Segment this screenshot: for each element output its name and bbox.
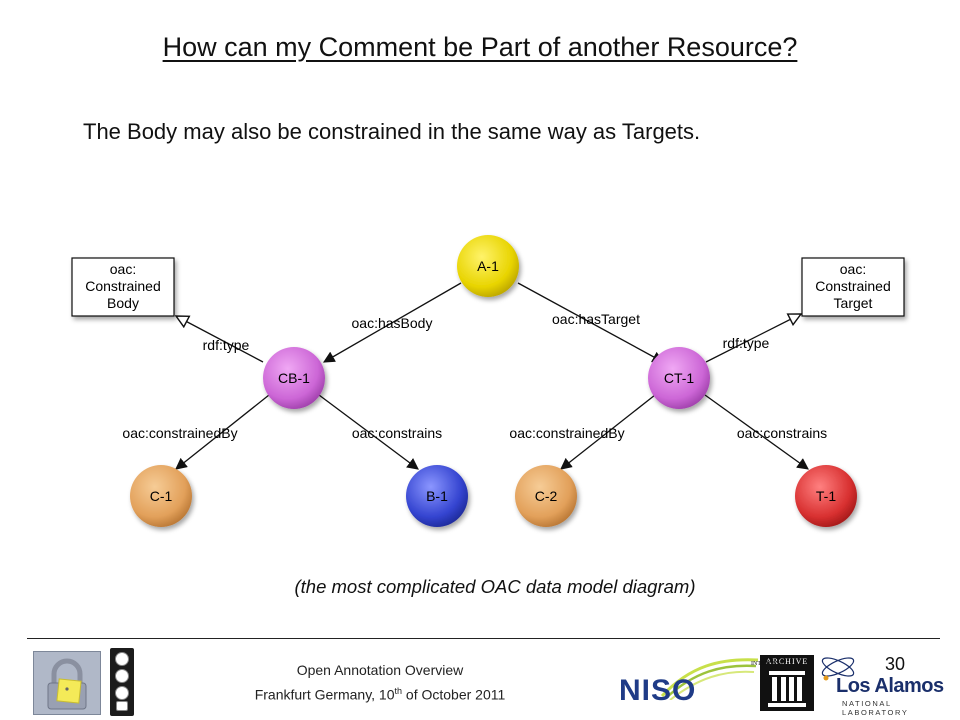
node-b1: B-1 bbox=[406, 465, 468, 527]
footer-line2-main: Frankfurt Germany, 10 bbox=[254, 686, 395, 703]
oac-data-model-diagram: oac:hasBody oac:hasTarget rdf:type rdf:t… bbox=[71, 235, 905, 527]
footer-divider bbox=[27, 638, 940, 639]
edge-type-left: rdf:type bbox=[176, 316, 264, 363]
internet-archive-logo: ARCHIVE INTERNET bbox=[751, 655, 814, 711]
niso-swoosh-icon bbox=[660, 658, 759, 700]
node-ct1-label: CT-1 bbox=[664, 370, 695, 386]
edge-label-type-left: rdf:type bbox=[203, 337, 250, 353]
atom-icon bbox=[821, 657, 855, 681]
open-annotation-lock-logo bbox=[33, 651, 101, 715]
box-right-line2: Constrained bbox=[815, 278, 891, 294]
edge-constrains-left: oac:constrains bbox=[318, 394, 442, 470]
edge-has-target: oac:hasTarget bbox=[517, 282, 665, 363]
edge-type-right: rdf:type bbox=[705, 314, 801, 363]
node-c2-label: C-2 bbox=[535, 488, 558, 504]
edge-constrained-by-right: oac:constrainedBy bbox=[509, 394, 656, 470]
slide-subtitle: The Body may also be constrained in the … bbox=[83, 119, 701, 144]
box-left-line1: oac: bbox=[110, 261, 136, 277]
node-c1-label: C-1 bbox=[150, 488, 173, 504]
sa-icon bbox=[115, 686, 129, 700]
diagram-caption: (the most complicated OAC data model dia… bbox=[294, 576, 696, 597]
archive-label: ARCHIVE bbox=[765, 657, 809, 666]
cc-icon bbox=[115, 652, 129, 666]
edge-label-has-body: oac:hasBody bbox=[352, 315, 433, 331]
edge-label-has-target: oac:hasTarget bbox=[552, 311, 640, 327]
node-a1-label: A-1 bbox=[477, 258, 499, 274]
box-right-line1: oac: bbox=[840, 261, 866, 277]
edge-constrained-by-left: oac:constrainedBy bbox=[122, 394, 270, 470]
node-cb1: CB-1 bbox=[263, 347, 325, 409]
page-number: 30 bbox=[885, 654, 906, 674]
slide-title: How can my Comment be Part of another Re… bbox=[162, 32, 798, 62]
footer-line2-sup: th bbox=[394, 686, 403, 696]
node-b1-label: B-1 bbox=[426, 488, 448, 504]
los-alamos-sublabel: NATIONAL LABORATORY bbox=[842, 699, 909, 717]
footer-line1: Open Annotation Overview bbox=[296, 662, 464, 678]
niso-logo: NISO bbox=[619, 674, 697, 707]
creative-commons-license-icon bbox=[110, 648, 134, 716]
los-alamos-logo: Los Alamos bbox=[836, 675, 944, 697]
edge-label-constrained-by-right: oac:constrainedBy bbox=[509, 425, 624, 441]
footer-text: Open Annotation Overview Frankfurt Germa… bbox=[200, 660, 560, 706]
box-left-line3: Body bbox=[107, 295, 139, 311]
edge-label-constrained-by-left: oac:constrainedBy bbox=[122, 425, 237, 441]
box-left-line2: Constrained bbox=[85, 278, 161, 294]
box-constrained-body: oac: Constrained Body bbox=[71, 257, 175, 317]
edge-has-body: oac:hasBody bbox=[322, 282, 462, 363]
footer-line2: Frankfurt Germany, 10th of October 2011 bbox=[200, 681, 560, 706]
node-t1-label: T-1 bbox=[816, 488, 836, 504]
edge-label-constrains-right: oac:constrains bbox=[737, 425, 827, 441]
node-c1: C-1 bbox=[130, 465, 192, 527]
edge-label-constrains-left: oac:constrains bbox=[352, 425, 442, 441]
by-icon bbox=[115, 669, 129, 683]
node-cb1-label: CB-1 bbox=[278, 370, 310, 386]
node-ct1: CT-1 bbox=[648, 347, 710, 409]
box-right-line3: Target bbox=[834, 295, 873, 311]
node-a1: A-1 bbox=[457, 235, 519, 297]
box-constrained-target: oac: Constrained Target bbox=[801, 257, 905, 317]
footer-line2-end: of October 2011 bbox=[402, 686, 506, 703]
node-c2: C-2 bbox=[515, 465, 577, 527]
archive-side-label: INTERNET bbox=[751, 661, 781, 667]
edge-constrains-right: oac:constrains bbox=[704, 394, 827, 470]
edge-label-type-right: rdf:type bbox=[723, 335, 770, 351]
node-t1: T-1 bbox=[795, 465, 857, 527]
nc-icon bbox=[116, 701, 128, 711]
